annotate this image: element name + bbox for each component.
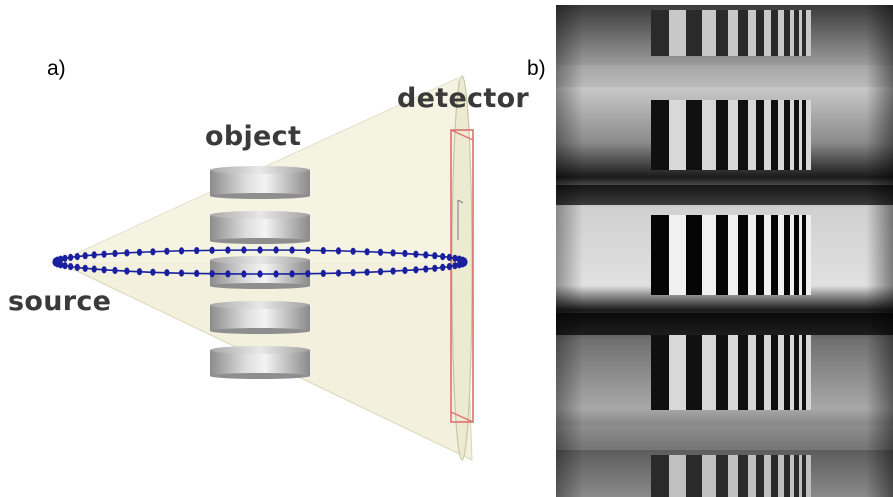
source-position-dot	[209, 246, 215, 254]
source-position-dot	[446, 253, 452, 261]
source-position-dot	[273, 270, 279, 278]
source-position-dot	[164, 247, 170, 255]
source-position-dot	[74, 253, 80, 261]
object-disc	[210, 166, 310, 199]
source-position-dot	[209, 270, 215, 278]
source-position-dot	[320, 247, 326, 255]
source-position-dot	[364, 268, 370, 276]
source-position-dot	[178, 247, 185, 255]
detector-label: detector	[397, 83, 530, 114]
source-position-dot	[62, 254, 68, 262]
source-position-dot	[257, 270, 263, 278]
source-position-dot	[402, 266, 408, 275]
source-position-dot	[335, 247, 342, 255]
source-position-dot	[241, 270, 247, 278]
source-position-dot	[124, 267, 130, 275]
source-position-dot	[150, 268, 156, 276]
source-position-dot	[194, 247, 200, 255]
source-position-dot	[320, 269, 326, 277]
source-position-dot	[423, 265, 429, 273]
source-position-dot	[178, 269, 185, 277]
source-position-dot	[452, 254, 458, 262]
source-position-dot	[124, 249, 130, 257]
panel-a-diagram	[52, 75, 474, 461]
source-position-dot	[413, 266, 419, 274]
source-position-dot	[440, 253, 446, 261]
source-position-dot	[101, 250, 107, 258]
source-position-dot	[58, 255, 64, 263]
source-position-dot	[377, 268, 384, 276]
source-position-dot	[82, 252, 88, 260]
panel-b-label: b)	[527, 57, 546, 80]
object-disc	[210, 211, 310, 244]
source-position-dot	[423, 251, 429, 259]
source-position-dot	[377, 248, 384, 256]
source-position-dot	[112, 266, 118, 275]
object-label: object	[205, 121, 302, 152]
source-position-dot	[289, 246, 295, 254]
projection-image-icon	[556, 5, 893, 497]
source-position-dot	[101, 266, 107, 274]
source-position-dot	[305, 270, 311, 278]
panel-a-label: a)	[47, 57, 66, 80]
source-position-dot	[136, 268, 143, 276]
source-position-dot	[257, 246, 263, 254]
source-position-dot	[225, 246, 231, 254]
source-position-dot	[350, 247, 356, 255]
source-position-dot	[241, 246, 247, 254]
source-position-dot	[446, 263, 452, 271]
source-position-dot	[432, 252, 438, 260]
source-position-dot	[194, 269, 200, 277]
source-position-dot	[273, 246, 279, 254]
source-position-dot	[68, 253, 74, 261]
source-position-dot	[432, 264, 438, 272]
source-position-dot	[112, 249, 118, 258]
source-position-dot	[164, 269, 170, 277]
source-position-dot	[456, 261, 462, 269]
source-position-dot	[440, 263, 446, 271]
source-position-dot	[390, 267, 396, 275]
source-label: source	[8, 286, 112, 317]
source-position-dot	[350, 269, 356, 277]
source-position-dot	[136, 248, 143, 256]
source-orbit	[52, 246, 468, 278]
source-position-dot	[82, 264, 88, 272]
source-position-dot	[335, 269, 342, 277]
source-position-dot	[68, 263, 74, 271]
object-disc	[210, 346, 310, 379]
source-position-dot	[452, 262, 458, 270]
detector-plane	[450, 75, 474, 461]
object-disc	[210, 301, 310, 334]
source-position-dot	[225, 270, 231, 278]
source-position-dot	[91, 265, 97, 273]
source-position-dot	[289, 270, 295, 278]
source-position-dot	[461, 257, 467, 265]
source-position-dot	[402, 249, 408, 258]
source-position-dot	[91, 251, 97, 259]
source-position-dot	[364, 248, 370, 256]
projection-image	[556, 5, 893, 497]
source-position-dot	[74, 263, 80, 271]
source-position-dot	[390, 249, 396, 257]
object-discs	[210, 166, 310, 379]
source-position-dot	[305, 246, 311, 254]
source-position-dot	[150, 248, 156, 256]
source-position-dot	[62, 262, 68, 270]
source-position-dot	[413, 250, 419, 258]
